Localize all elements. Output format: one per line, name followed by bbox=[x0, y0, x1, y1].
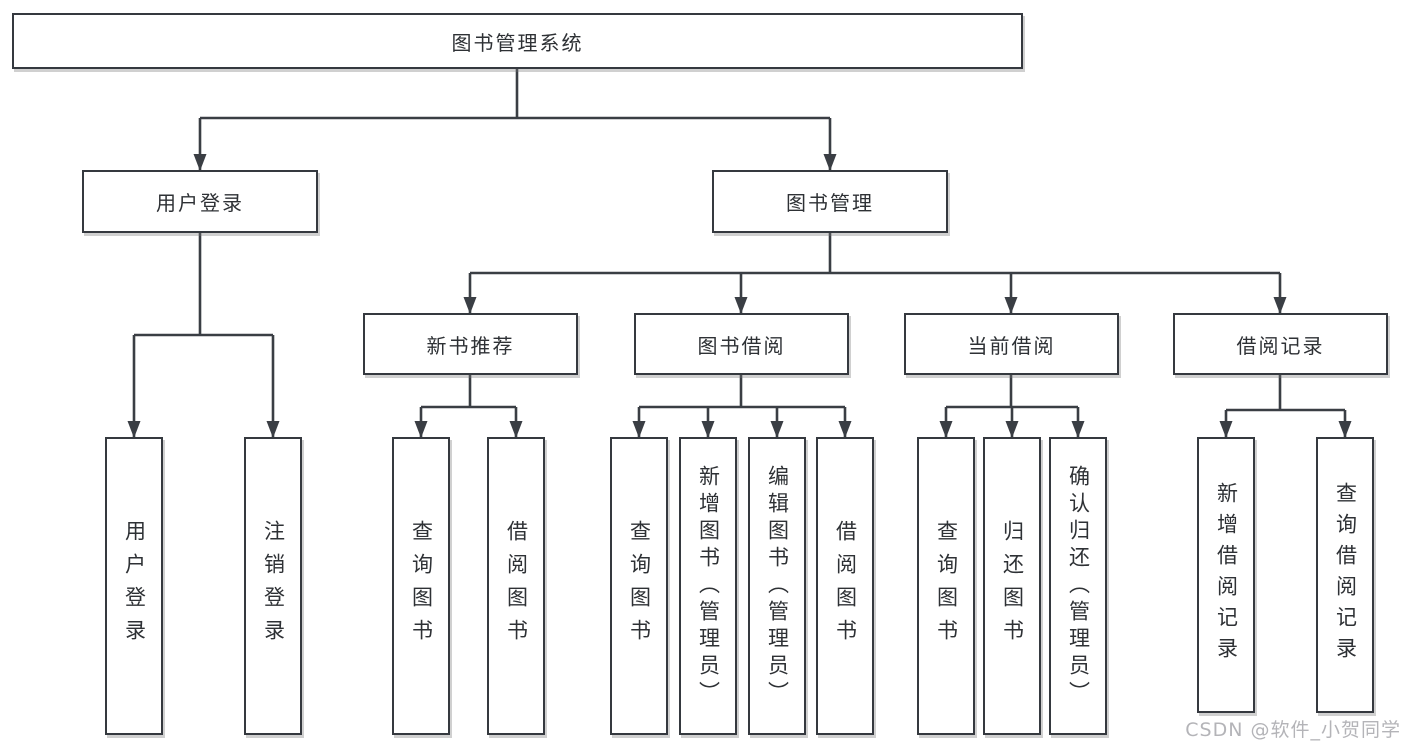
node-current-borrowing: 当前借阅 bbox=[904, 313, 1119, 375]
leaf-label: 查询借阅记录 bbox=[1333, 482, 1358, 668]
leaf-label: 编辑图书（管理员） bbox=[765, 464, 790, 708]
leaf-edit-book-admin: 编辑图书（管理员） bbox=[748, 437, 806, 735]
node-label: 用户登录 bbox=[156, 191, 244, 215]
leaf-user-login: 用户登录 bbox=[105, 437, 163, 735]
leaf-borrow-books-recommend: 借阅图书 bbox=[487, 437, 545, 735]
leaf-query-books-borrowing: 查询图书 bbox=[610, 437, 668, 735]
leaf-query-books-current: 查询图书 bbox=[917, 437, 975, 735]
node-user-login: 用户登录 bbox=[82, 170, 318, 233]
node-book-borrowing: 图书借阅 bbox=[634, 313, 849, 375]
leaf-label: 查询图书 bbox=[934, 520, 959, 652]
node-book-management: 图书管理 bbox=[712, 170, 948, 233]
node-label: 新书推荐 bbox=[426, 333, 515, 358]
leaf-label: 借阅图书 bbox=[504, 520, 529, 652]
leaf-confirm-return-admin: 确认归还（管理员） bbox=[1049, 437, 1107, 735]
node-label: 图书管理系统 bbox=[451, 30, 584, 55]
node-borrowing-records: 借阅记录 bbox=[1173, 313, 1388, 375]
leaf-label: 新增图书（管理员） bbox=[696, 464, 721, 708]
node-label: 图书管理 bbox=[786, 191, 874, 215]
node-library-management-system: 图书管理系统 bbox=[12, 13, 1023, 69]
leaf-add-book-admin: 新增图书（管理员） bbox=[679, 437, 737, 735]
leaf-logout: 注销登录 bbox=[244, 437, 302, 735]
leaf-add-borrow-record: 新增借阅记录 bbox=[1197, 437, 1255, 713]
csdn-watermark: CSDN @软件_小贺同学 bbox=[1185, 719, 1401, 741]
leaf-label: 借阅图书 bbox=[833, 520, 858, 652]
node-label: 图书借阅 bbox=[697, 333, 786, 358]
leaf-query-books-recommend: 查询图书 bbox=[392, 437, 450, 735]
leaf-return-books: 归还图书 bbox=[983, 437, 1041, 735]
node-new-book-recommendation: 新书推荐 bbox=[363, 313, 578, 375]
leaf-query-borrow-record: 查询借阅记录 bbox=[1316, 437, 1374, 713]
leaf-label: 归还图书 bbox=[1000, 520, 1025, 652]
node-label: 当前借阅 bbox=[967, 333, 1056, 358]
leaf-label: 注销登录 bbox=[261, 520, 286, 652]
leaf-label: 新增借阅记录 bbox=[1214, 482, 1239, 668]
leaf-label: 查询图书 bbox=[409, 520, 434, 652]
node-label: 借阅记录 bbox=[1236, 333, 1325, 358]
leaf-borrow-books-borrowing: 借阅图书 bbox=[816, 437, 874, 735]
leaf-label: 用户登录 bbox=[122, 520, 147, 652]
leaf-label: 查询图书 bbox=[627, 520, 652, 652]
leaf-label: 确认归还（管理员） bbox=[1066, 464, 1091, 708]
